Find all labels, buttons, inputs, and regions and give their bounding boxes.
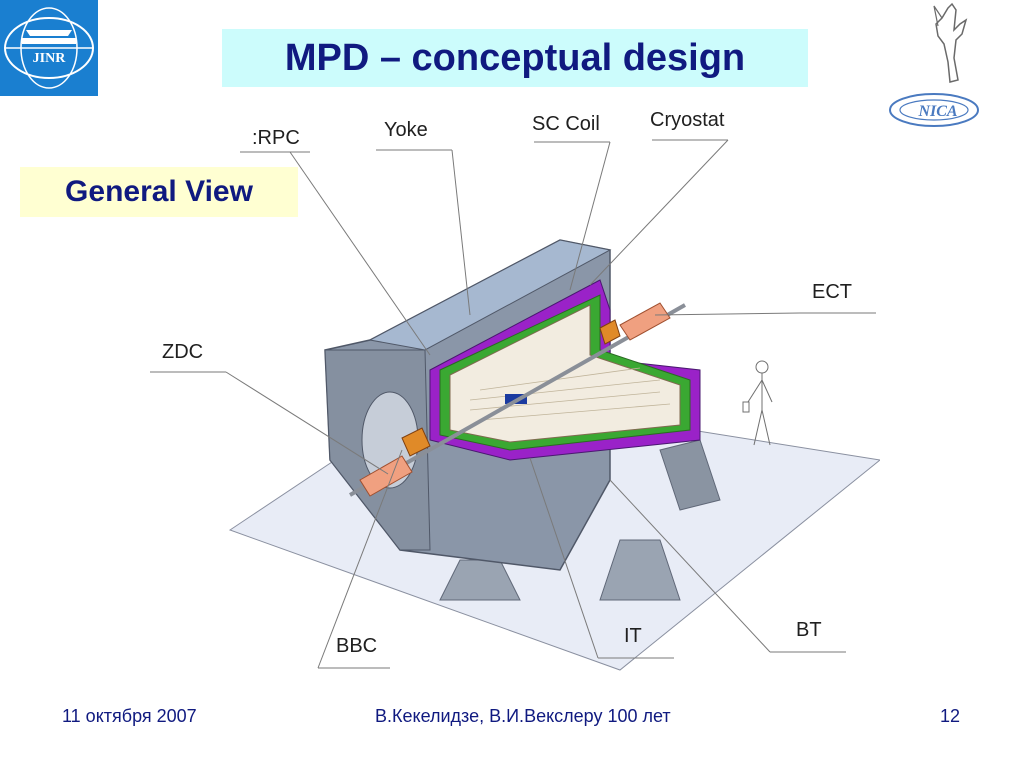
detector-diagram: :RPC Yoke SC Coil Cryostat ECT ZDC BBC I… xyxy=(140,100,882,680)
label-bt: BT xyxy=(796,619,822,641)
svg-text:NICA: NICA xyxy=(917,103,957,120)
page-title: MPD – conceptual design xyxy=(284,36,746,79)
support-leg-front-right xyxy=(599,539,681,601)
label-ect: ECT xyxy=(812,281,852,303)
ect-block-right xyxy=(619,302,671,341)
label-sc-coil: SC Coil xyxy=(532,113,600,135)
yoke-top-face xyxy=(368,239,612,351)
svg-text:JINR: JINR xyxy=(33,51,67,66)
label-yoke: Yoke xyxy=(384,119,428,141)
title-banner: MPD – conceptual design xyxy=(222,29,808,87)
jinr-logo: JINR xyxy=(0,0,98,96)
label-tof: :RPC xyxy=(252,127,300,149)
zdc-block xyxy=(401,427,431,457)
nica-logo: NICA xyxy=(886,0,982,140)
page-subtitle: General View xyxy=(65,175,253,208)
label-it: IT xyxy=(624,625,642,647)
label-cryostat: Cryostat xyxy=(650,109,725,131)
footer-page-number: 12 xyxy=(940,706,961,726)
subtitle-banner: General View xyxy=(20,167,298,217)
footer-author: В.Кекелидзе, В.И.Векслеру 100 лет xyxy=(375,706,671,726)
bbc-block xyxy=(599,319,621,345)
ect-block-left xyxy=(359,455,413,497)
label-zdc: ZDC xyxy=(162,341,203,363)
support-leg-back xyxy=(659,439,721,511)
footer-date: 11 октября 2007 xyxy=(62,706,197,726)
label-bbc: BBC xyxy=(336,635,377,657)
human-figure xyxy=(742,360,773,446)
